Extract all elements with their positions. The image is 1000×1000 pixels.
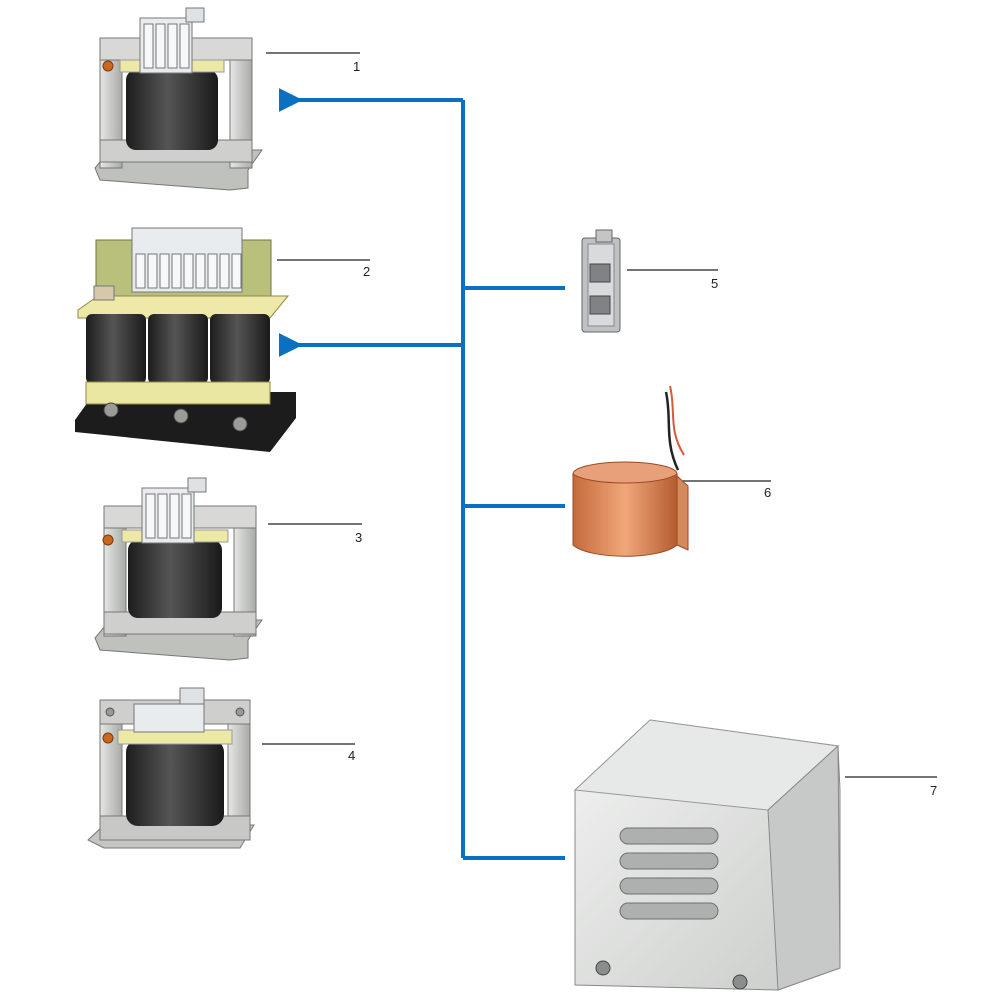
- callout-5: 5: [711, 276, 719, 291]
- transformer-1: [94, 7, 263, 191]
- leader-lines: [262, 52, 937, 778]
- callout-2: 2: [363, 264, 371, 279]
- copper-foil-6: [572, 385, 689, 557]
- callout-1: 1: [353, 59, 361, 74]
- callout-4: 4: [348, 748, 356, 763]
- enclosure-7: [573, 719, 841, 991]
- callout-6: 6: [764, 485, 772, 500]
- transformer-4: [87, 687, 255, 849]
- callout-7: 7: [930, 783, 938, 798]
- transformer-3: [94, 477, 263, 661]
- din-terminal-5: [581, 229, 621, 333]
- callout-3: 3: [355, 530, 363, 545]
- transformer-2: [75, 227, 296, 452]
- connector-tree: [278, 88, 565, 860]
